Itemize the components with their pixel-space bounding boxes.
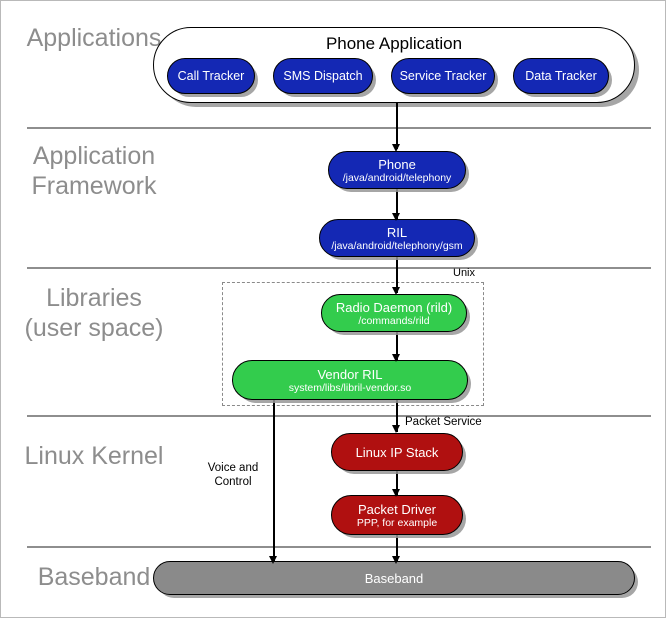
app-chip-sms-dispatch-label: SMS Dispatch [283,68,363,83]
connector-phone-to-ril [396,189,398,221]
phone-application-title: Phone Application [325,34,463,53]
edge-label-packet-service: Packet Service [405,416,482,428]
connector-rild-to-vendor-ril [396,332,398,362]
app-chip-sms-dispatch[interactable]: SMS Dispatch [273,58,373,94]
arrowhead-rild-to-vendor-ril [392,354,400,362]
node-vendor-ril[interactable]: Vendor RIL system/libs/libril-vendor.so [232,360,468,400]
node-radio-daemon-rild-subtitle: /commands/rild [358,314,430,327]
app-chip-service-tracker-label: Service Tracker [399,68,487,83]
layer-caption-libraries: Libraries (user space) [24,284,164,342]
arrowhead-vendor-ril-to-ip-stack [392,425,400,433]
node-phone-subtitle: /java/android/telephony [342,171,452,184]
arrowhead-ip-stack-to-packet-driver [392,489,400,497]
unix-group-box [222,282,484,406]
arrowhead-packet-driver-to-baseband [392,556,400,564]
node-linux-ip-stack-title: Linux IP Stack [355,444,439,460]
node-packet-driver-subtitle: PPP, for example [356,516,438,529]
connector-voice-and-control [273,400,275,563]
separator-framework-libraries [27,267,651,269]
node-phone[interactable]: Phone /java/android/telephony [328,151,466,189]
layer-caption-linux-kernel: Linux Kernel [24,442,164,470]
connector-packet-driver-to-baseband [396,535,398,563]
node-ril-title: RIL [386,224,408,240]
layer-caption-applications: Applications [26,24,162,52]
connector-ril-to-rild [396,257,398,293]
layer-caption-baseband: Baseband [37,563,151,591]
app-chip-call-tracker-label: Call Tracker [177,68,245,83]
connector-app-to-phone [396,103,398,149]
node-baseband-label: Baseband [364,570,424,586]
app-chip-service-tracker[interactable]: Service Tracker [391,58,495,94]
separator-libraries-kernel [27,415,651,417]
edge-label-voice-and-control: Voice and Control [207,462,259,488]
app-chip-call-tracker[interactable]: Call Tracker [167,58,255,94]
node-packet-driver[interactable]: Packet Driver PPP, for example [331,495,463,535]
node-vendor-ril-subtitle: system/libs/libril-vendor.so [288,381,412,394]
layer-caption-application-framework: Application Framework [31,142,157,200]
node-vendor-ril-title: Vendor RIL [317,366,383,382]
arrowhead-voice-and-control [269,556,277,564]
node-radio-daemon-rild[interactable]: Radio Daemon (rild) /commands/rild [321,294,467,332]
node-packet-driver-title: Packet Driver [357,501,437,517]
node-baseband[interactable]: Baseband [153,561,635,595]
separator-applications-framework [27,127,651,129]
arrowhead-app-to-phone [392,144,400,152]
node-ril-subtitle: /java/android/telephony/gsm [331,239,463,252]
app-chip-data-tracker-label: Data Tracker [525,68,597,83]
connector-vendor-ril-to-ip-stack [396,400,398,432]
arrowhead-phone-to-ril [392,213,400,221]
unix-group-label: Unix [453,267,476,279]
app-chip-data-tracker[interactable]: Data Tracker [513,58,609,94]
node-linux-ip-stack[interactable]: Linux IP Stack [331,433,463,471]
node-ril[interactable]: RIL /java/android/telephony/gsm [319,219,475,257]
arrowhead-ril-to-rild [392,287,400,295]
node-phone-title: Phone [378,156,416,172]
node-radio-daemon-rild-title: Radio Daemon (rild) [335,299,453,315]
connector-ip-stack-to-packet-driver [396,471,398,497]
separator-kernel-baseband [27,546,651,548]
